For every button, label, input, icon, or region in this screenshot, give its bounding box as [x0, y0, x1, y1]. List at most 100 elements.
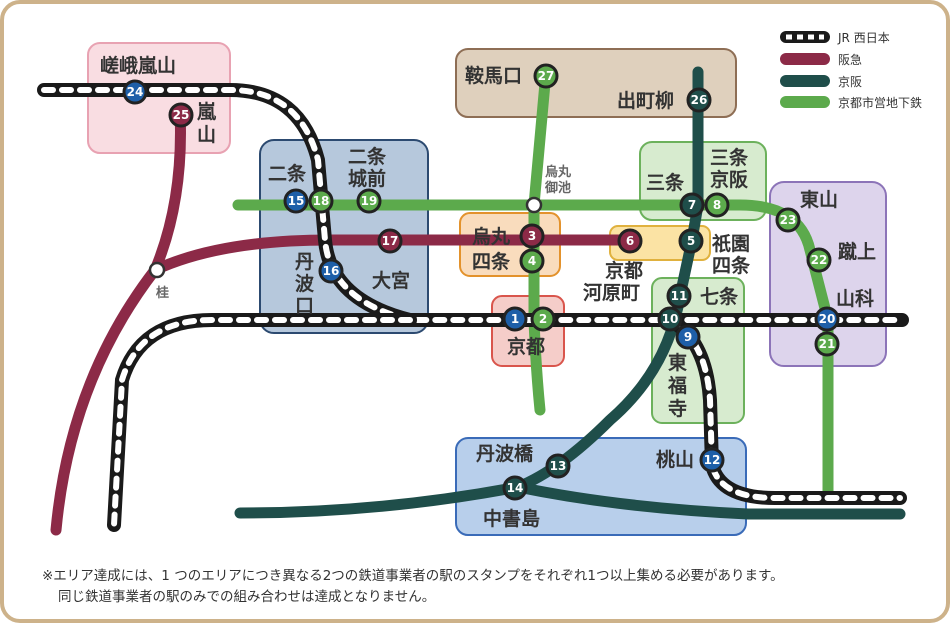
station-14[interactable]: 14: [502, 475, 528, 501]
label-shichijo: 七条: [700, 285, 739, 308]
footnote-line-2: 同じ鉄道事業者の駅のみでの組み合わせは達成となりません。: [58, 589, 436, 605]
label-tambabashi: 丹波橋: [476, 442, 534, 465]
label-demachiyanagi: 出町柳: [617, 89, 674, 112]
station-7[interactable]: 7: [679, 192, 705, 218]
station-9[interactable]: 9: [675, 324, 701, 350]
label-nijo: 二条: [268, 162, 307, 185]
legend-jr: JR 西日本: [780, 31, 890, 45]
station-15[interactable]: 15: [283, 188, 309, 214]
line-hankyu: [50, 106, 636, 536]
karasuma-oike-label-1: 烏丸: [545, 164, 572, 180]
label-shijo: 四条: [472, 250, 511, 273]
footnote-line-1: ※エリア達成には、1 つのエリアにつき異なる2つの鉄道事業者の駅のスタンプをそれ…: [42, 568, 784, 584]
label-chushojima: 中書島: [483, 507, 540, 530]
svg-text:9: 9: [684, 330, 692, 344]
station-18[interactable]: 18: [308, 188, 334, 214]
station-19[interactable]: 19: [356, 188, 382, 214]
label-tambaguchi-2: 波: [295, 272, 315, 295]
station-13[interactable]: 13: [545, 453, 571, 479]
label-saga-arashiyama: 嵯峨嵐山: [100, 54, 176, 77]
legend-subway-label: 京都市営地下鉄: [838, 95, 922, 110]
svg-text:22: 22: [811, 253, 828, 267]
label-yamashina: 山科: [836, 287, 874, 310]
area-kurama[interactable]: [455, 48, 737, 118]
svg-text:14: 14: [507, 481, 524, 495]
svg-text:23: 23: [780, 213, 797, 227]
station-2[interactable]: 2: [530, 306, 556, 332]
svg-text:8: 8: [713, 198, 721, 212]
station-22[interactable]: 22: [806, 247, 832, 273]
svg-text:5: 5: [687, 234, 695, 248]
station-23[interactable]: 23: [775, 207, 801, 233]
svg-text:3: 3: [528, 229, 536, 243]
footnote: ※エリア達成には、1 つのエリアにつき異なる2つの鉄道事業者の駅のスタンプをそれ…: [42, 566, 784, 608]
station-25[interactable]: 25: [168, 102, 194, 128]
svg-text:26: 26: [691, 93, 708, 107]
label-keage: 蹴上: [838, 240, 876, 263]
svg-text:24: 24: [127, 85, 144, 99]
label-kawaramachi-1: 京都: [605, 259, 643, 282]
svg-text:17: 17: [382, 234, 399, 248]
station-27[interactable]: 27: [533, 63, 559, 89]
label-tambaguchi-1: 丹: [295, 251, 314, 273]
svg-text:11: 11: [671, 289, 688, 303]
stations: 24 15 16 1 9 20 12 25 17 3 6 26 7 5 11 1…: [122, 63, 840, 501]
legend-keihan-label: 京阪: [838, 75, 862, 89]
svg-text:27: 27: [538, 69, 555, 83]
katsura-station[interactable]: [148, 261, 166, 279]
svg-text:7: 7: [688, 198, 696, 212]
label-arashi-2: 山: [197, 124, 216, 146]
station-26[interactable]: 26: [686, 87, 712, 113]
legend-subway: 京都市営地下鉄: [780, 95, 922, 110]
area-arashiyama[interactable]: [87, 42, 231, 154]
label-gion-1: 祇園: [711, 232, 750, 255]
label-kawaramachi-2: 河原町: [583, 282, 640, 304]
label-karasuma: 烏丸: [472, 225, 511, 248]
label-sanjo-keihan-2: 京阪: [710, 168, 749, 191]
label-omiya: 大宮: [372, 269, 410, 292]
station-5[interactable]: 5: [678, 228, 704, 254]
svg-text:10: 10: [662, 312, 679, 326]
legend-jr-label: JR 西日本: [837, 31, 890, 45]
karasuma-oike-station[interactable]: [525, 196, 543, 214]
station-12[interactable]: 12: [699, 447, 725, 473]
label-arashi-1: 嵐: [197, 100, 217, 123]
katsura-label: 桂: [155, 285, 169, 301]
label-momoyama: 桃山: [656, 448, 694, 471]
label-sanjo: 三条: [646, 171, 685, 194]
label-nijojo-2: 城前: [348, 167, 386, 190]
station-21[interactable]: 21: [814, 331, 840, 357]
label-tofukuji-2: 福: [667, 374, 687, 397]
station-8[interactable]: 8: [704, 192, 730, 218]
station-17[interactable]: 17: [377, 228, 403, 254]
legend-hankyu-label: 阪急: [838, 52, 862, 67]
legend-hankyu: 阪急: [780, 52, 862, 67]
label-higashiyama: 東山: [800, 188, 838, 211]
svg-text:20: 20: [819, 312, 836, 326]
station-3[interactable]: 3: [519, 223, 545, 249]
label-tofukuji-3: 寺: [668, 398, 687, 420]
area-labels: 嵯峨嵐山 嵐 山 二条 二条 城前 丹 波 口 大宮 鞍馬口 出町柳 烏丸 四条…: [100, 54, 876, 530]
station-24[interactable]: 24: [122, 79, 148, 105]
station-6[interactable]: 6: [617, 228, 643, 254]
station-10[interactable]: 10: [657, 306, 683, 332]
label-tambaguchi-3: 口: [295, 295, 314, 317]
station-11[interactable]: 11: [666, 283, 692, 309]
legend: JR 西日本 阪急 京阪 京都市営地下鉄: [780, 31, 922, 110]
svg-text:12: 12: [704, 453, 721, 467]
svg-text:18: 18: [313, 194, 330, 208]
station-20[interactable]: 20: [814, 306, 840, 332]
label-kuramaguchi: 鞍馬口: [465, 64, 522, 87]
label-nijojo-1: 二条: [348, 145, 387, 168]
svg-text:6: 6: [626, 234, 634, 248]
svg-text:21: 21: [819, 337, 836, 351]
svg-text:1: 1: [511, 312, 519, 326]
station-4[interactable]: 4: [519, 248, 545, 274]
label-tofukuji-1: 東: [668, 351, 687, 374]
station-1[interactable]: 1: [502, 306, 528, 332]
station-16[interactable]: 16: [318, 258, 344, 284]
svg-text:4: 4: [528, 254, 536, 268]
karasuma-oike-label-2: 御池: [544, 180, 571, 196]
label-sanjo-keihan-1: 三条: [710, 146, 749, 169]
